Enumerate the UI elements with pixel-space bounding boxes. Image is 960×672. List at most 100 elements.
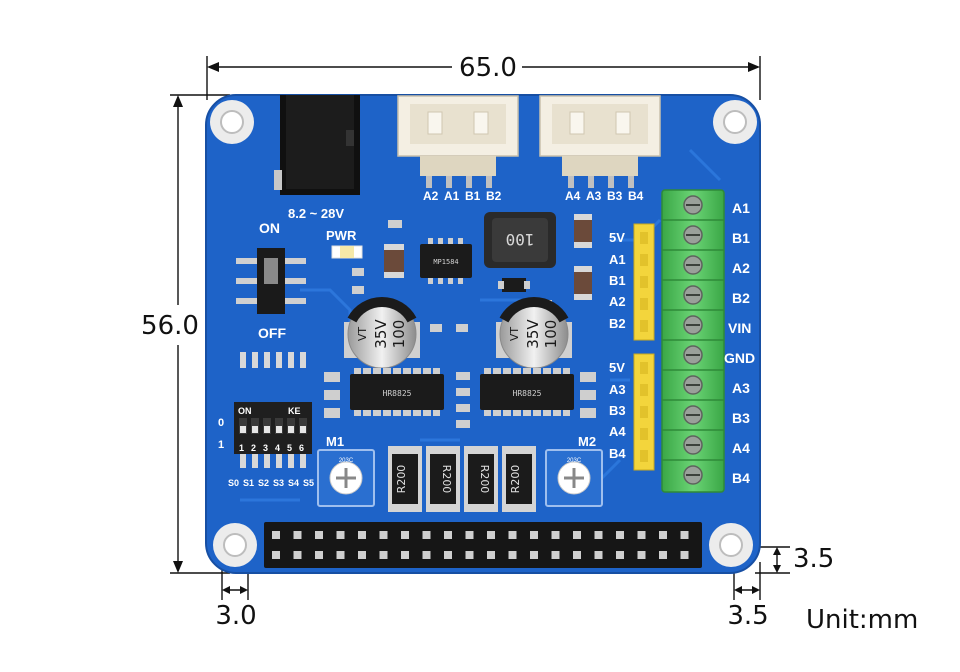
- gpio-pin: [637, 551, 646, 559]
- gpio-pin: [465, 531, 474, 539]
- conn-left-pin: B1: [465, 189, 481, 203]
- conn-right-pin: B3: [607, 189, 623, 203]
- gpio-pin: [680, 531, 689, 539]
- dip-address-label: S3: [273, 478, 284, 488]
- dip-address-label: S1: [243, 478, 254, 488]
- mounting-holes: [210, 100, 757, 567]
- gpio-pin: [422, 551, 431, 559]
- header-m2-pin: B3: [609, 403, 626, 418]
- hole-right-label: 3.5: [727, 601, 768, 631]
- svg-text:35V: 35V: [524, 319, 542, 349]
- terminal-label: B1: [732, 230, 750, 246]
- conn-right-pin: A3: [586, 189, 602, 203]
- trimmer-pot-m2: 203C: [545, 449, 603, 507]
- dip-number: 1: [239, 443, 244, 453]
- terminal-label: A3: [732, 380, 750, 396]
- terminal-label: VIN: [728, 320, 751, 336]
- gpio-pin: [637, 531, 646, 539]
- svg-text:R200: R200: [440, 465, 453, 494]
- hole-left-label: 3.0: [215, 601, 256, 631]
- header-m1-pin: 5V: [609, 230, 625, 245]
- dimension-left: [170, 94, 230, 574]
- dip-address-label: S2: [258, 478, 269, 488]
- gpio-pin: [272, 531, 280, 539]
- gpio-pin: [594, 551, 603, 559]
- trimmer-pot-m1: 203C: [317, 449, 375, 507]
- dip-switch: [234, 352, 312, 468]
- dip-number: 3: [263, 443, 268, 453]
- gpio-pin: [659, 531, 667, 539]
- svg-text:R200: R200: [509, 465, 522, 494]
- svg-text:VT: VT: [508, 327, 521, 342]
- width-label: 65.0: [459, 53, 517, 83]
- svg-text:VT: VT: [356, 327, 369, 342]
- dip-number: 4: [275, 443, 280, 453]
- gpio-pin: [616, 531, 624, 539]
- header-m1-pin: B1: [609, 273, 626, 288]
- gpio-pin: [551, 531, 560, 539]
- gpio-pin: [293, 531, 302, 539]
- terminal-label: A4: [732, 440, 750, 456]
- switch-off-label: OFF: [258, 325, 286, 341]
- gpio-pin: [422, 531, 431, 539]
- dimension-top: [206, 56, 761, 100]
- header-m2-pin: 5V: [609, 360, 625, 375]
- switch-on-label: ON: [259, 220, 280, 236]
- gpio-pin: [530, 531, 538, 539]
- svg-text:203C: 203C: [567, 458, 582, 464]
- gpio-pin: [293, 551, 302, 559]
- header-m2-pin: A4: [609, 424, 626, 439]
- terminal-label: A2: [732, 260, 750, 276]
- dc-power-jack: [274, 95, 360, 195]
- svg-text:100: 100: [506, 230, 535, 249]
- svg-text:HR8825: HR8825: [513, 389, 542, 398]
- dip-side-1: 1: [218, 439, 224, 451]
- gpio-pin: [573, 531, 581, 539]
- gpio-pin: [551, 551, 560, 559]
- screw-terminal-block: [661, 189, 725, 493]
- driver-chip-1: HR8825: [350, 368, 444, 416]
- resistor-2: R200: [426, 446, 460, 512]
- gpio-pin: [315, 531, 323, 539]
- header-m1-pin: A2: [609, 294, 626, 309]
- gpio-pin: [508, 531, 517, 539]
- dip-ke-label: KE: [288, 406, 301, 416]
- gpio-pin: [272, 551, 280, 559]
- gpio-pin: [594, 531, 603, 539]
- hole-bottom-label: 3.5: [793, 544, 834, 574]
- pwr-label: PWR: [326, 228, 357, 243]
- gpio-pin: [508, 551, 517, 559]
- gpio-pin: [401, 531, 409, 539]
- gpio-pin: [379, 551, 388, 559]
- svg-text:100: 100: [542, 320, 560, 349]
- regulator-chip: MP1584: [420, 238, 472, 284]
- resistor-4: R200: [502, 446, 536, 512]
- driver-chip-2: HR8825: [480, 368, 574, 416]
- header-m2-pin: B4: [609, 446, 626, 461]
- conn-left-pin: B2: [486, 189, 502, 203]
- dimension-hole-right: [733, 562, 761, 600]
- connector-right: [539, 95, 661, 188]
- m1-label: M1: [326, 434, 344, 449]
- svg-text:35V: 35V: [372, 319, 390, 349]
- gpio-header: [264, 522, 702, 568]
- gpio-pin: [616, 551, 624, 559]
- height-label: 56.0: [141, 311, 199, 341]
- capacitor-1: VT 35V 100: [344, 297, 420, 369]
- conn-right-pin: B4: [628, 189, 644, 203]
- m2-label: M2: [578, 434, 596, 449]
- gpio-pin: [401, 551, 409, 559]
- svg-text:R200: R200: [478, 465, 491, 494]
- pin-header-m2: [633, 353, 655, 471]
- gpio-pin: [530, 551, 538, 559]
- gpio-pin: [336, 551, 345, 559]
- gpio-pin: [444, 531, 452, 539]
- dip-address-label: S5: [303, 478, 314, 488]
- pwr-led: [331, 245, 363, 259]
- terminal-label: B3: [732, 410, 750, 426]
- svg-text:MP1584: MP1584: [433, 258, 458, 266]
- gpio-pin: [336, 531, 345, 539]
- gpio-pin: [659, 551, 667, 559]
- dip-number: 5: [287, 443, 292, 453]
- capacitor-2: VT 35V 100: [496, 297, 572, 369]
